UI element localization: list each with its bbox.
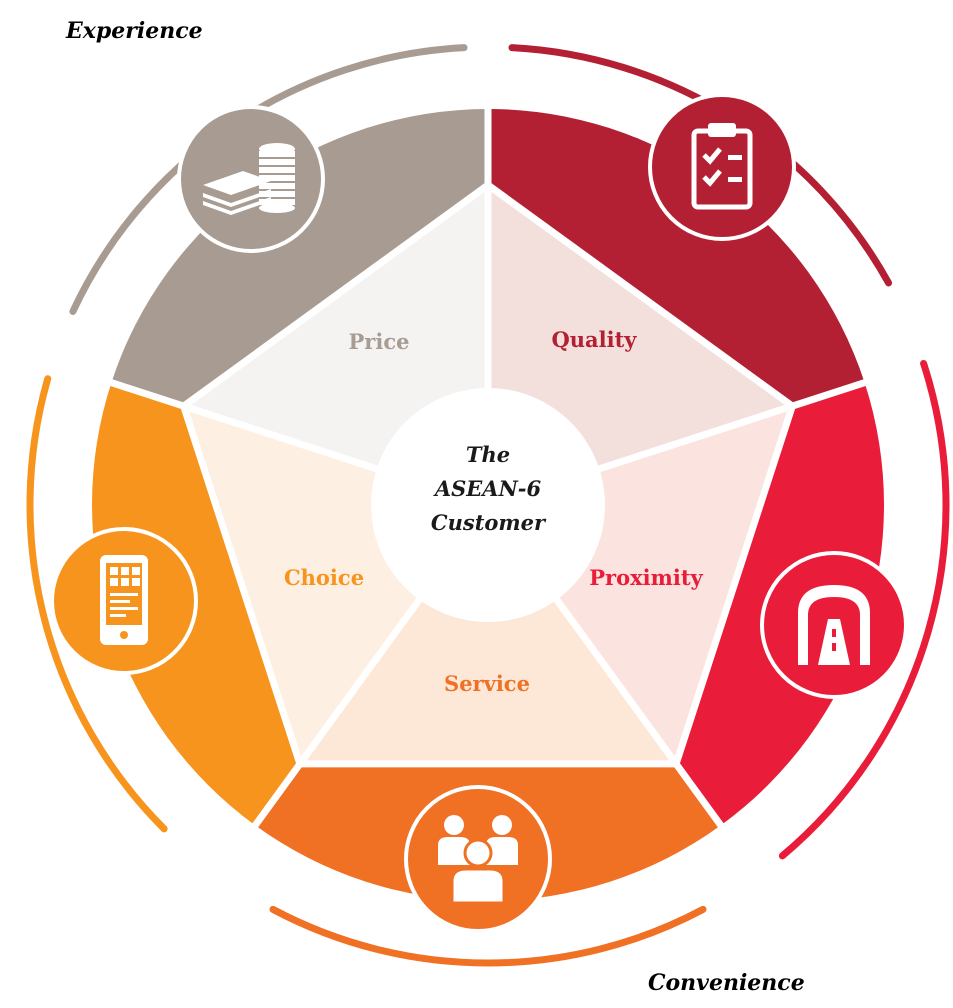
outer-segment-price — [111, 109, 488, 407]
outer-segment-quality — [488, 109, 865, 407]
arc-service — [269, 905, 707, 967]
center-line-3: Customer — [431, 510, 547, 535]
tunnel-road-icon — [760, 551, 908, 699]
inner-segment-service — [299, 505, 677, 764]
label-quality: Quality — [551, 327, 637, 352]
label-proximity: Proximity — [589, 565, 703, 590]
arc-choice — [26, 375, 168, 833]
money-coins-icon — [177, 105, 325, 253]
clipboard-checklist-icon — [648, 93, 796, 241]
label-price: Price — [349, 329, 410, 354]
people-group-icon — [404, 785, 552, 933]
convenience-label: Convenience — [648, 970, 805, 996]
arc-proximity — [778, 359, 950, 860]
mobile-app-icon — [50, 527, 198, 675]
center-line-1: The — [466, 442, 510, 467]
center-circle — [371, 388, 605, 622]
experience-label: Experience — [66, 18, 203, 44]
label-choice: Choice — [284, 565, 364, 590]
pentagon-outline — [179, 180, 797, 768]
center-line-2: ASEAN-6 — [433, 476, 542, 501]
label-service: Service — [444, 671, 530, 696]
